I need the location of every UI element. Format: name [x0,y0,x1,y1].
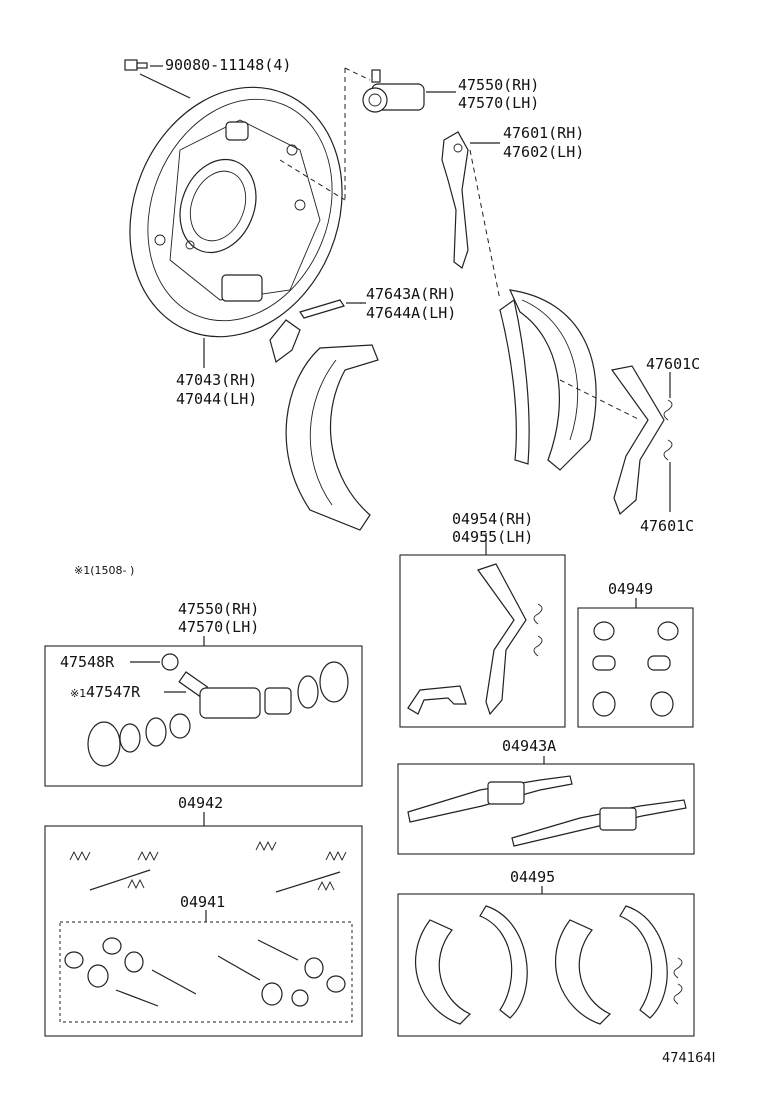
label-lever-kit-rh: 04954(RH) [452,510,533,528]
label-lever-rh: 47601(RH) [503,124,584,142]
label-lever-lh: 47602(LH) [503,143,584,161]
label-note: ※1(1508- ) [74,564,134,577]
adjuster-kit-drawing [407,775,687,847]
brake-shoe-left-drawing [285,344,379,531]
cylinder-kit-box [44,645,363,787]
label-bleeder: 47548R [60,653,115,671]
label-cylinder-kit-rh: 47550(RH) [178,600,259,618]
spring-kit-drawing [69,840,347,893]
label-cup-kit: 04949 [608,580,653,598]
label-shoe-kit: 04495 [510,868,555,886]
label-hardware-kit: 04941 [180,893,225,911]
adjuster-kit-box [397,763,695,855]
cylinder-kit-drawing [87,653,349,767]
label-strut-lh: 47644A(LH) [366,304,456,322]
wheel-cylinder-top-drawing [279,67,456,201]
shoe-kit-box [397,893,695,1037]
label-bleeder-cap: 47547R [86,683,141,701]
label-adjuster-kit: 04943A [502,737,556,755]
hardware-kit-drawing [64,937,346,1007]
label-cylinder-top-lh: 47570(LH) [458,94,539,112]
lever-kit-box [399,554,566,728]
label-diagram-id: 474164I [662,1051,715,1066]
label-clip-upper: 47601C [646,355,700,373]
cup-kit-box [577,607,694,728]
backing-plate-drawing [129,86,343,338]
parking-lever-drawing [441,131,501,301]
label-cylinder-kit-lh: 47570(LH) [178,618,259,636]
lever-kit-drawing [407,563,543,716]
shoe-kit-drawing [415,905,683,1025]
strut-drawing [269,299,362,364]
hardware-kit-box [59,921,353,1023]
bolt-drawing [124,59,191,99]
brake-shoe-right-drawing [499,289,597,471]
adjuster-lever-drawing [559,365,673,516]
leader-lines [130,302,637,922]
label-bolt: 90080-11148(4) [165,56,291,74]
cup-kit-drawing [592,621,679,717]
label-clip-lower: 47601C [640,517,694,535]
label-bleeder-cap-mark: ※1 [70,687,86,700]
label-strut-rh: 47643A(RH) [366,285,456,303]
label-cylinder-top-rh: 47550(RH) [458,76,539,94]
label-lever-kit-lh: 04955(LH) [452,528,533,546]
spring-kit-box [44,825,363,1037]
label-spring-kit: 04942 [178,794,223,812]
label-backing-plate-lh: 47044(LH) [176,390,257,408]
label-backing-plate-rh: 47043(RH) [176,371,257,389]
